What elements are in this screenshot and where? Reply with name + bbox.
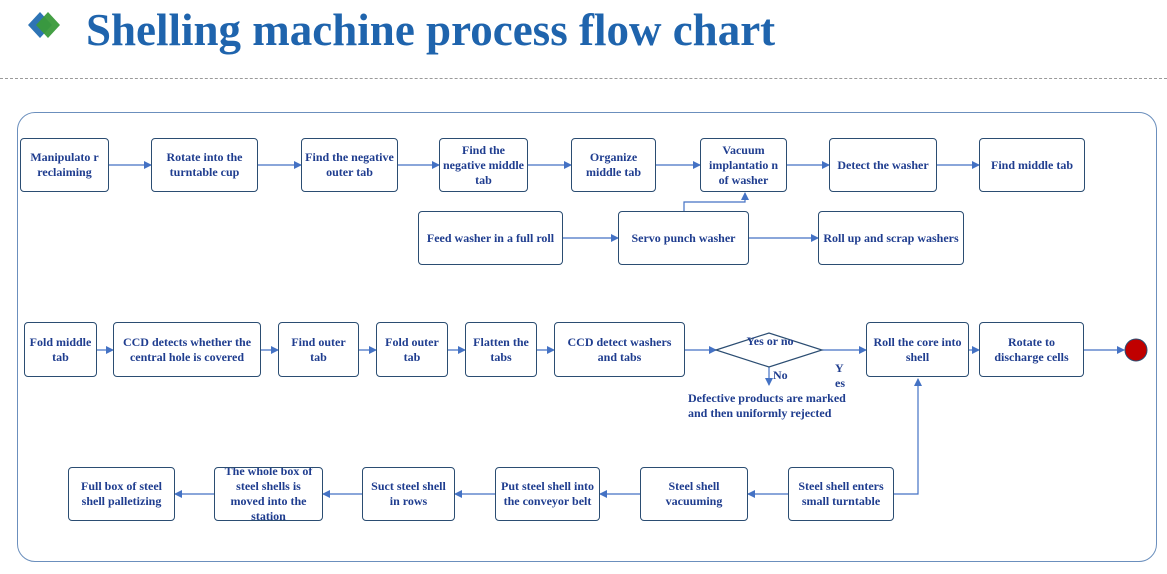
step-organize-middle-tab: Organize middle tab [571, 138, 656, 192]
decision-question: Yes or no [746, 334, 794, 348]
page-title: Shelling machine process flow chart [86, 5, 776, 55]
step-vacuum-implantation: Vacuum implantatio n of washer [700, 138, 787, 192]
step-roll-core-into-shell: Roll the core into shell [866, 322, 969, 377]
step-steel-shell-vacuuming: Steel shell vacuuming [640, 467, 748, 521]
step-rotate-discharge-cells: Rotate to discharge cells [979, 322, 1084, 377]
reject-note: Defective products are marked and then u… [688, 391, 846, 420]
step-ccd-central-hole: CCD detects whether the central hole is … [113, 322, 261, 377]
step-find-middle-tab: Find middle tab [979, 138, 1085, 192]
step-detect-washer: Detect the washer [829, 138, 937, 192]
arrow-turntable-to-roll-core [894, 378, 922, 495]
diagram-frame [17, 112, 1157, 562]
step-shell-small-turntable: Steel shell enters small turntable [788, 467, 894, 521]
step-flatten-tabs: Flatten the tabs [465, 322, 537, 377]
arrow-servo-to-vacuum [683, 192, 749, 211]
step-roll-up-scrap-washers: Roll up and scrap washers [818, 211, 964, 265]
step-feed-washer: Feed washer in a full roll [418, 211, 563, 265]
step-find-negative-middle-tab: Find the negative middle tab [439, 138, 528, 192]
step-fold-outer-tab: Fold outer tab [376, 322, 448, 377]
step-ccd-detect-washers-tabs: CCD detect washers and tabs [554, 322, 685, 377]
step-manipulator-reclaiming: Manipulato r reclaiming [20, 138, 109, 192]
step-rotate-into-turntable: Rotate into the turntable cup [151, 138, 258, 192]
end-marker [1124, 338, 1148, 362]
step-find-negative-outer-tab: Find the negative outer tab [301, 138, 398, 192]
logo-diamond-icon [28, 12, 60, 38]
step-full-box-palletizing: Full box of steel shell palletizing [68, 467, 175, 521]
decision-yes-label: Y es [835, 361, 845, 390]
step-suct-steel-shell: Suct steel shell in rows [362, 467, 455, 521]
title-divider [0, 78, 1167, 79]
step-servo-punch-washer: Servo punch washer [618, 211, 749, 265]
decision-no-label: No [773, 368, 788, 382]
step-fold-middle-tab: Fold middle tab [24, 322, 97, 377]
step-whole-box-moved: The whole box of steel shells is moved i… [214, 467, 323, 521]
decision-diamond [714, 332, 824, 368]
step-find-outer-tab: Find outer tab [278, 322, 359, 377]
step-put-shell-conveyor: Put steel shell into the conveyor belt [495, 467, 600, 521]
